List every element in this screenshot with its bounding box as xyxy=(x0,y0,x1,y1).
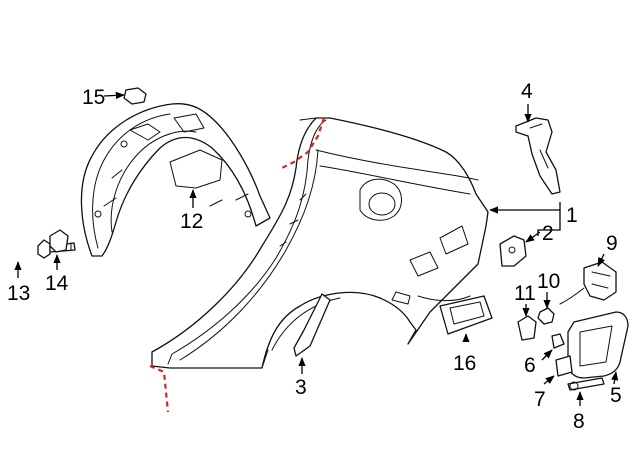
callout-3: 3 xyxy=(295,376,307,399)
rod-8-part xyxy=(567,377,605,391)
fuel-door-5-part xyxy=(567,311,629,379)
callout-7: 7 xyxy=(534,388,546,411)
callout-15: 15 xyxy=(82,86,105,109)
callout-13: 13 xyxy=(7,282,30,305)
leader-lines xyxy=(14,91,619,406)
callout-1: 1 xyxy=(566,204,578,227)
callout-6: 6 xyxy=(524,354,536,377)
callout-8: 8 xyxy=(573,410,585,433)
callout-4: 4 xyxy=(521,80,533,103)
upper-cut-line xyxy=(281,117,326,169)
nut-14-part xyxy=(49,229,69,253)
callout-12: 12 xyxy=(180,210,203,233)
callout-labels: 15 12 13 14 4 1 2 9 10 11 16 3 6 5 7 8 xyxy=(7,80,622,433)
quarter-panel-part xyxy=(151,117,489,369)
callout-2: 2 xyxy=(542,222,554,245)
lower-cut-line xyxy=(149,364,170,413)
fuel-housing-16-part xyxy=(439,295,493,335)
grommet-10-part xyxy=(537,307,555,325)
callout-11: 11 xyxy=(514,282,536,305)
callout-14: 14 xyxy=(45,272,69,295)
bumper-6-part xyxy=(551,333,565,349)
molding-3-part xyxy=(293,293,331,357)
actuator-9-part xyxy=(559,261,617,305)
hinge-2-part xyxy=(499,235,527,267)
callout-5: 5 xyxy=(610,384,622,407)
fender-liner-part xyxy=(80,103,271,257)
clip-15-part xyxy=(123,87,147,105)
callout-16: 16 xyxy=(453,352,476,375)
bracket-4-part xyxy=(515,117,561,195)
spring-7-part xyxy=(555,355,573,377)
hinge-11-part xyxy=(517,315,537,341)
callout-9: 9 xyxy=(606,232,618,255)
callout-10: 10 xyxy=(537,270,560,293)
